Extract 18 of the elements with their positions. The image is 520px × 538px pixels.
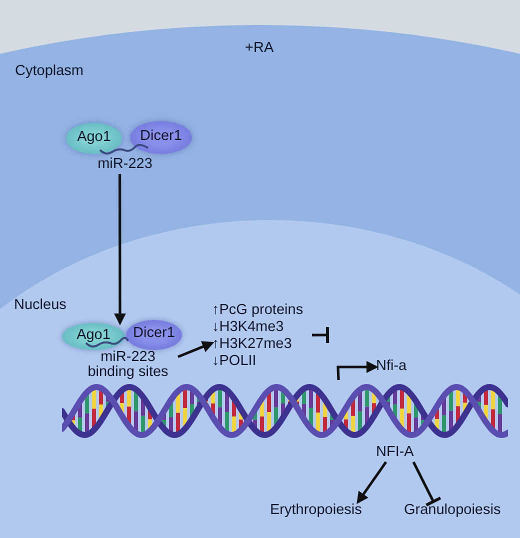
effect-item: ↓POLII [212, 353, 258, 370]
compartment-label: Cytoplasm [15, 63, 84, 80]
node-label: miR-223 [88, 156, 162, 174]
node-label: miR-223 binding sites [78, 350, 178, 384]
arrow [336, 361, 378, 380]
treatment-label: +RA [245, 40, 274, 57]
node-label: Erythropoiesis [270, 502, 380, 520]
cytoplasm-region [0, 25, 520, 538]
nucleus-region [0, 220, 520, 538]
arrow [178, 341, 214, 358]
node-label: NFI-A [376, 444, 426, 462]
effect-item: ↑PcG proteins [212, 302, 304, 319]
arrow [356, 461, 388, 504]
effect-item: ↑H3K27me3 [212, 336, 293, 353]
effect-item: ↓H3K4me3 [212, 319, 285, 336]
node-label: Granulopoiesis [404, 502, 518, 520]
compartment-label: Nucleus [14, 297, 66, 314]
node-label: Nfi-a [376, 358, 416, 376]
